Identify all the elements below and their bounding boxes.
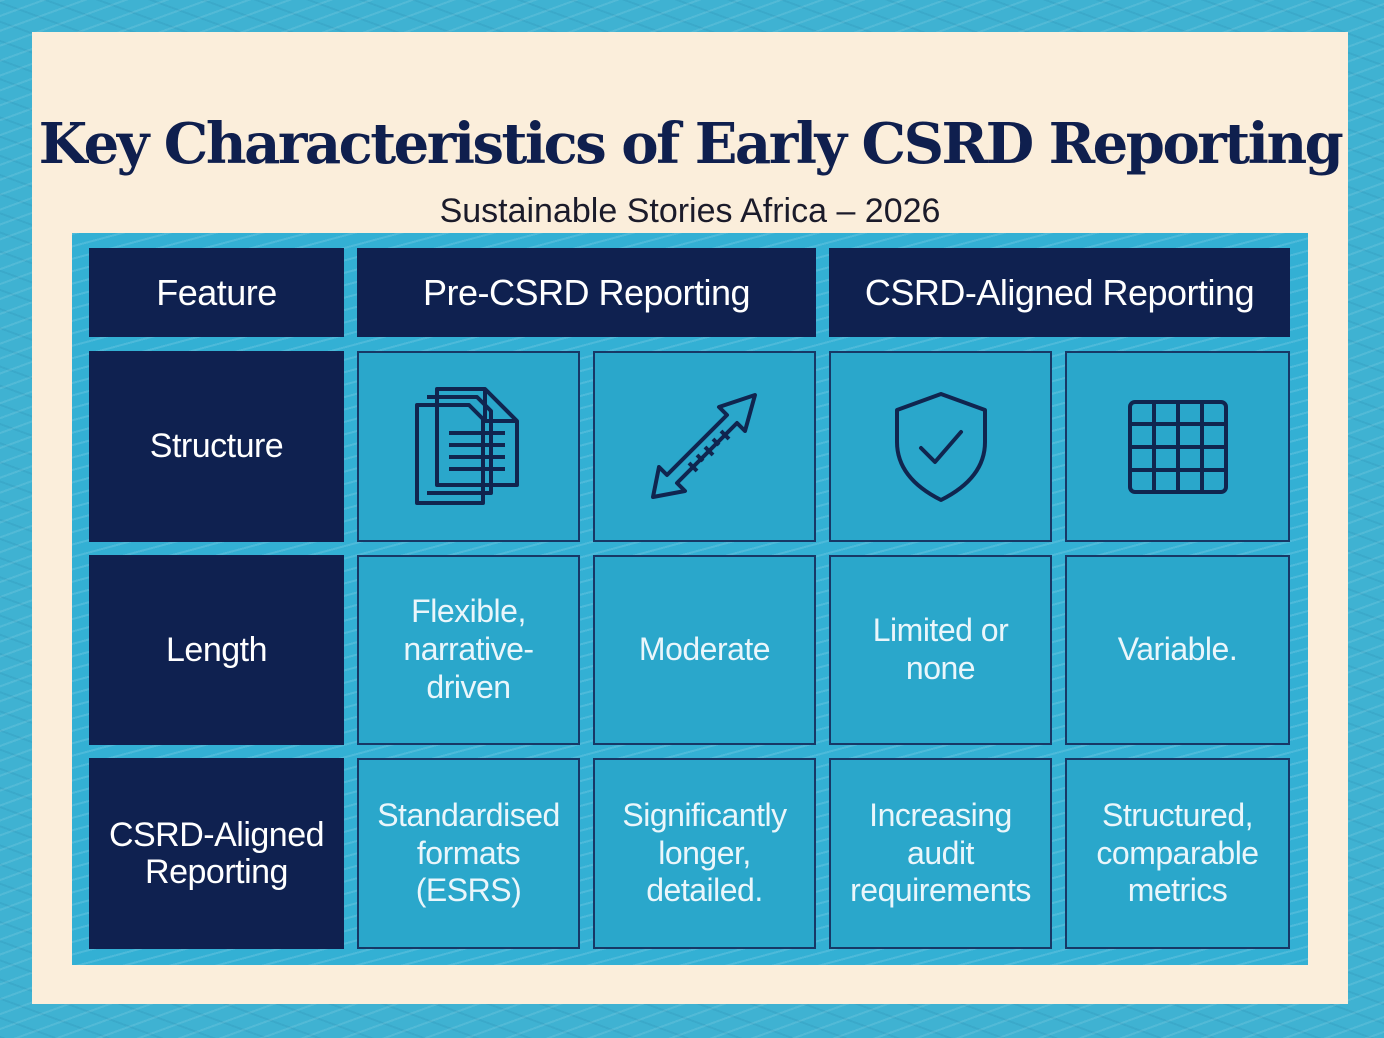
row-label-length: Length (89, 555, 344, 745)
csrd-cell-3: Increasing audit requirements (829, 758, 1052, 949)
structure-cell-4 (1065, 351, 1290, 542)
length-cell-2: Moderate (593, 555, 816, 745)
page-title: Key Characteristics of Early CSRD Report… (38, 111, 1344, 177)
shield-check-icon (894, 391, 987, 502)
row-label-csrd-aligned: CSRD-Aligned Reporting (89, 758, 344, 949)
structure-cell-3 (829, 351, 1052, 542)
documents-icon (414, 386, 519, 505)
csrd-cell-2: Significantly longer, detailed. (593, 758, 816, 949)
length-cell-4: Variable. (1065, 555, 1290, 745)
header-csrd-aligned: CSRD-Aligned Reporting (829, 248, 1290, 337)
length-cell-3: Limited or none (829, 555, 1052, 745)
header-feature: Feature (89, 248, 344, 337)
header-pre-csrd: Pre-CSRD Reporting (357, 248, 816, 337)
ruler-arrow-icon (650, 392, 757, 499)
structure-cell-2 (593, 351, 816, 542)
grid-table-icon (1127, 399, 1228, 494)
csrd-cell-1: Standardised formats (ESRS) (357, 758, 580, 949)
page-subtitle: Sustainable Stories Africa – 2026 (439, 192, 941, 230)
csrd-cell-4: Structured, comparable metrics (1065, 758, 1290, 949)
structure-cell-1 (357, 351, 580, 542)
row-label-structure: Structure (89, 351, 344, 542)
length-cell-1: Flexible, narrative-driven (357, 555, 580, 745)
